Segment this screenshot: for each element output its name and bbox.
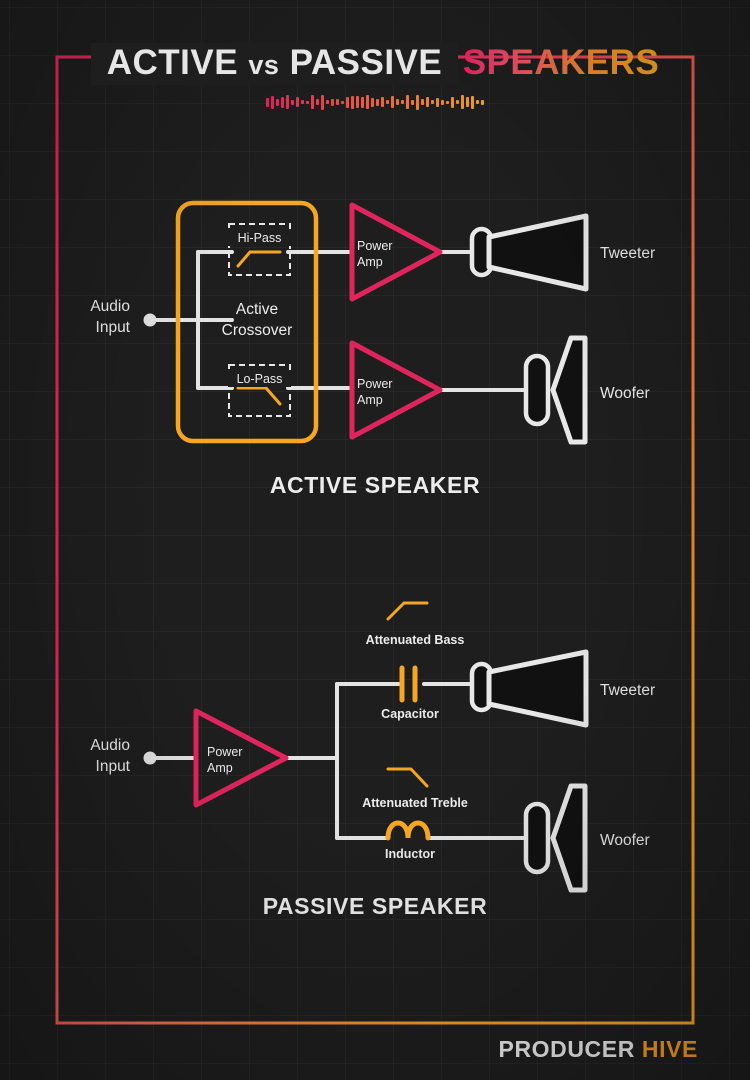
active-amp-top-label: Power Amp <box>357 239 393 269</box>
section-caption-passive: PASSIVE SPEAKER <box>262 893 488 919</box>
waveform-bar <box>366 95 369 109</box>
waveform-bar <box>371 97 374 107</box>
waveform-bar <box>401 100 404 104</box>
brand-word-producer: PRODUCER <box>498 1035 635 1062</box>
waveform-bar <box>281 96 284 108</box>
brand-word-hive: HIVE <box>634 1035 698 1062</box>
page-subtitle: SPEAKERS <box>462 43 660 82</box>
waveform-bar <box>436 97 439 107</box>
waveform-bar <box>351 95 354 109</box>
title-word-vs: vs <box>248 50 280 80</box>
active-crossover-label: Active Crossover <box>221 301 293 339</box>
waveform-bar <box>376 98 379 106</box>
waveform-bar <box>421 99 424 105</box>
brand-wordmark: PRODUCER HIVE <box>499 1036 699 1063</box>
waveform-bar <box>341 100 344 104</box>
waveform-bar <box>406 95 409 109</box>
hive-logo-icon <box>457 1034 488 1064</box>
waveform-bar <box>481 99 484 105</box>
active-input-node <box>143 313 157 327</box>
title-block: ACTIVE vs PASSIVE SPEAKERS <box>0 40 750 110</box>
waveform-decoration <box>245 94 505 110</box>
section-caption-active: ACTIVE SPEAKER <box>269 472 481 498</box>
waveform-bar <box>456 100 459 104</box>
passive-input-node <box>143 751 157 765</box>
title-word-passive: PASSIVE <box>289 43 443 82</box>
active-tweeter-label: Tweeter <box>600 245 656 262</box>
waveform-bar <box>391 96 394 108</box>
capacitor-label: Capacitor <box>381 707 439 721</box>
passive-amp-label: Power Amp <box>207 745 243 775</box>
waveform-bar <box>411 99 414 105</box>
waveform-bar <box>276 98 279 106</box>
waveform-bar <box>301 100 304 104</box>
waveform-bar <box>316 99 319 105</box>
waveform-bar <box>321 94 324 110</box>
tweeter-icon-passive <box>469 649 589 728</box>
attenuated-treble-curve-icon <box>386 767 429 788</box>
active-audio-input-label: Audio Input <box>90 298 130 336</box>
waveform-bar <box>286 95 289 109</box>
waveform-bar <box>471 95 474 109</box>
waveform-bar <box>361 96 364 108</box>
waveform-bar <box>476 100 479 104</box>
waveform-bar <box>266 97 269 107</box>
waveform-bar <box>396 99 399 105</box>
attenuated-bass-label: Attenuated Bass <box>365 633 465 647</box>
waveform-bar <box>331 98 334 106</box>
footer-branding: PRODUCER HIVE <box>0 1032 750 1066</box>
waveform-bar <box>311 95 314 109</box>
waveform-bar <box>291 99 294 105</box>
passive-audio-input-label: Audio Input <box>90 737 130 775</box>
title-word-active: ACTIVE <box>106 43 239 82</box>
waveform-bar <box>306 100 309 104</box>
waveform-bar <box>446 100 449 104</box>
woofer-icon-active <box>523 335 588 445</box>
waveform-bar <box>386 100 389 104</box>
waveform-bar <box>431 100 434 104</box>
active-woofer-label: Woofer <box>600 385 650 402</box>
inductor-icon <box>385 820 431 841</box>
waveform-bar <box>346 96 349 108</box>
waveform-bar <box>381 97 384 107</box>
lo-pass-curve-icon <box>236 386 282 406</box>
active-amp-bottom-label: Power Amp <box>357 377 393 407</box>
page-title: ACTIVE vs PASSIVE <box>90 43 459 85</box>
waveform-bar <box>466 97 469 107</box>
lo-pass-label: Lo-Pass <box>228 371 291 387</box>
passive-tweeter-label: Tweeter <box>600 682 656 699</box>
waveform-bar <box>461 95 464 109</box>
waveform-bar <box>451 96 454 108</box>
capacitor-icon <box>399 665 418 703</box>
inductor-label: Inductor <box>385 847 435 861</box>
passive-woofer-label: Woofer <box>600 832 650 849</box>
waveform-bar <box>416 94 419 110</box>
attenuated-bass-curve-icon <box>386 601 429 621</box>
waveform-bar <box>326 100 329 104</box>
waveform-bar <box>356 96 359 108</box>
waveform-bar <box>441 99 444 105</box>
attenuated-treble-label: Attenuated Treble <box>362 796 468 810</box>
waveform-bar <box>426 97 429 107</box>
hi-pass-label: Hi-Pass <box>228 230 291 246</box>
waveform-bar <box>271 95 274 109</box>
woofer-icon-passive <box>523 783 588 893</box>
tweeter-icon-active <box>469 213 589 292</box>
waveform-bar <box>336 99 339 105</box>
waveform-bar <box>296 97 299 107</box>
hi-pass-curve-icon <box>236 250 282 268</box>
